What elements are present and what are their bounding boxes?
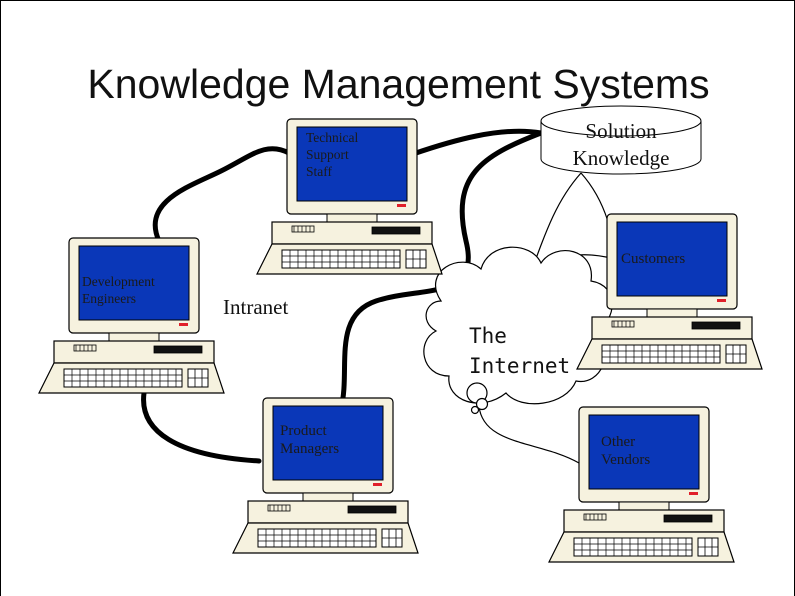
label-other-vendors: Other Vendors (601, 434, 651, 468)
intranet-cable-dev-to-product (141, 390, 262, 464)
label-technical-support: Technical Support Staff (306, 130, 359, 179)
slide-title: Knowledge Management Systems (87, 61, 710, 107)
database-label: Solution Knowledge (572, 119, 670, 170)
internet-line-cloud-to-vendors (478, 405, 580, 464)
intranet-cable-dev-to-support (152, 146, 292, 244)
internet-label: The Internet (469, 324, 571, 378)
computer-other-vendors (548, 406, 735, 563)
intranet-label: Intranet (223, 295, 289, 319)
internet-cloud (423, 246, 613, 415)
label-customers: Customers (621, 251, 686, 267)
intranet-cable-support-to-database (410, 128, 544, 157)
label-development-engineers: Development Engineers (82, 274, 155, 306)
database-cylinder (540, 105, 702, 175)
label-product-managers: Product Managers (280, 423, 340, 457)
computer-development-engineers (38, 237, 225, 394)
